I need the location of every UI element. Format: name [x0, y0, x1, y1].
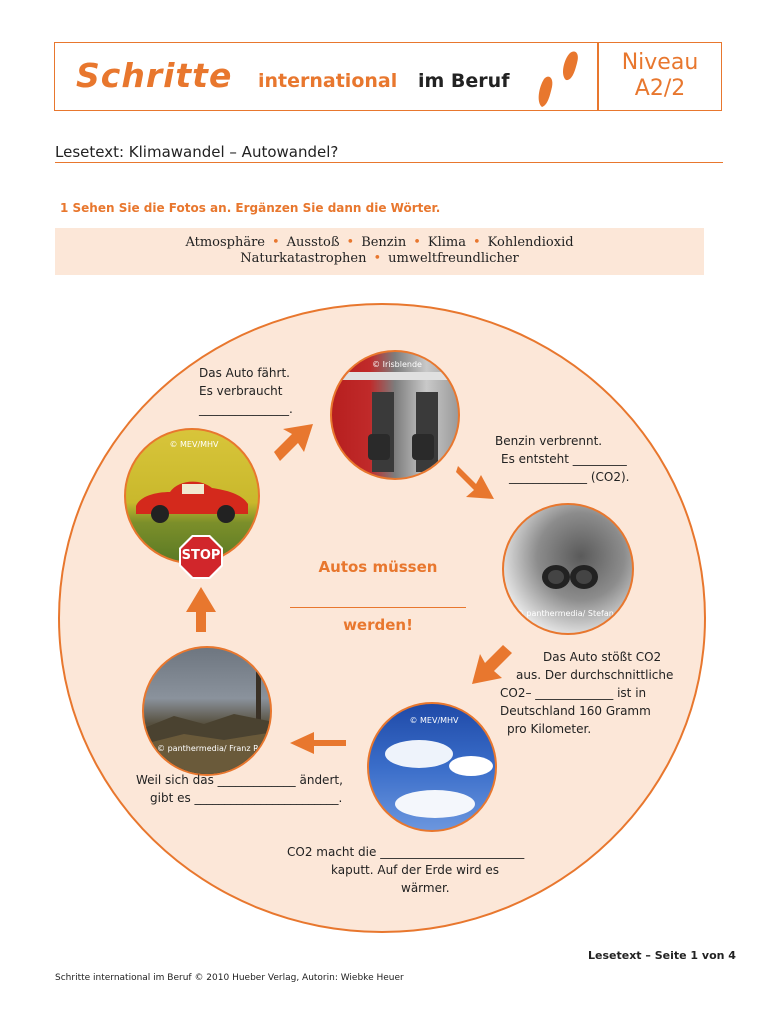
photo-credit: © MEV/MHV — [169, 440, 219, 449]
text-line: _______________. — [199, 402, 293, 416]
center-blank-line — [290, 607, 466, 608]
text-car: Das Auto fährt. Es verbraucht __________… — [199, 364, 293, 418]
footprints-icon — [538, 51, 578, 107]
text-line: _____________ (CO2). — [509, 470, 630, 484]
text-line: Deutschland 160 Gramm — [500, 704, 651, 718]
photo-landscape: © panthermedia/ Franz R. — [142, 646, 272, 776]
word-bank — [55, 228, 704, 275]
text-line: wärmer. — [401, 881, 450, 895]
photo-fuel-pump: © Irisblende — [330, 350, 460, 480]
stop-sign-icon: STOP — [178, 534, 224, 580]
stop-sign-label: STOP — [181, 548, 221, 563]
center-text-top: Autos müssen — [318, 558, 438, 576]
text-line: kaputt. Auf der Erde wird es — [331, 863, 500, 877]
text-line: Weil sich das _____________ ändert, — [136, 773, 343, 787]
photo-credit: © MEV/MHV — [409, 716, 459, 725]
text-line: aus. Der durchschnittliche — [516, 668, 674, 682]
header-frame — [54, 42, 722, 111]
photo-credit: © panthermedia/ Franz R. — [157, 744, 261, 753]
brand-logo-text: Schritte — [76, 56, 233, 95]
photo-credit: © panthermedia/ Stefan R. — [515, 609, 625, 618]
text-line: Das Auto stößt CO2 — [543, 650, 662, 664]
text-line: Benzin verbrennt. — [495, 434, 603, 448]
level-value: A2/2 — [634, 76, 686, 101]
word-item: Naturkatastrophen — [240, 251, 367, 266]
photo-credit: © Irisblende — [372, 360, 422, 369]
level-badge: Niveau A2/2 — [600, 50, 720, 102]
text-line: CO2 macht die ________________________ — [287, 845, 525, 859]
photo-car: © MEV/MHV — [124, 428, 260, 564]
text-sky: CO2 macht die ________________________ k… — [287, 843, 524, 897]
text-line: CO2– _____________ ist in — [500, 686, 647, 700]
text-pump: Benzin verbrennt. Es entsteht _________ … — [495, 432, 629, 486]
task-instruction: 1 Sehen Sie die Fotos an. Ergänzen Sie d… — [60, 201, 441, 215]
header-divider — [597, 42, 599, 111]
text-line: Es entsteht _________ — [501, 452, 627, 466]
copyright: Schritte international im Beruf © 2010 H… — [55, 973, 404, 983]
text-line: Es verbraucht — [199, 384, 283, 398]
text-line: Das Auto fährt. — [199, 366, 290, 380]
word-item: umweltfreundlicher — [388, 251, 519, 266]
brand-international: international — [258, 70, 398, 92]
photo-exhaust: © panthermedia/ Stefan R. — [502, 503, 634, 635]
page-title: Lesetext: Klimawandel – Autowandel? — [55, 143, 339, 161]
level-label: Niveau — [621, 50, 699, 75]
title-rule — [55, 162, 723, 163]
text-exhaust: Das Auto stößt CO2 aus. Der durchschnitt… — [500, 648, 673, 738]
word-item: Atmosphäre — [185, 235, 265, 250]
word-bank-row-2: Naturkatastrophen•umweltfreundlicher — [240, 251, 519, 266]
page-number: Lesetext – Seite 1 von 4 — [588, 949, 736, 962]
word-bank-row-1: Atmosphäre•Ausstoß•Benzin•Klima•Kohlendi… — [185, 235, 574, 250]
word-item: Benzin — [361, 235, 407, 250]
word-item: Kohlendioxid — [487, 235, 574, 250]
text-landscape: Weil sich das _____________ ändert, gibt… — [136, 771, 343, 807]
word-item: Ausstoß — [286, 235, 340, 250]
brand-im-beruf: im Beruf — [418, 70, 510, 92]
photo-sky: © MEV/MHV — [367, 702, 497, 832]
text-line: gibt es ________________________. — [150, 791, 343, 805]
center-text-bottom: werden! — [343, 616, 413, 634]
text-line: pro Kilometer. — [507, 722, 592, 736]
word-item: Klima — [427, 235, 466, 250]
